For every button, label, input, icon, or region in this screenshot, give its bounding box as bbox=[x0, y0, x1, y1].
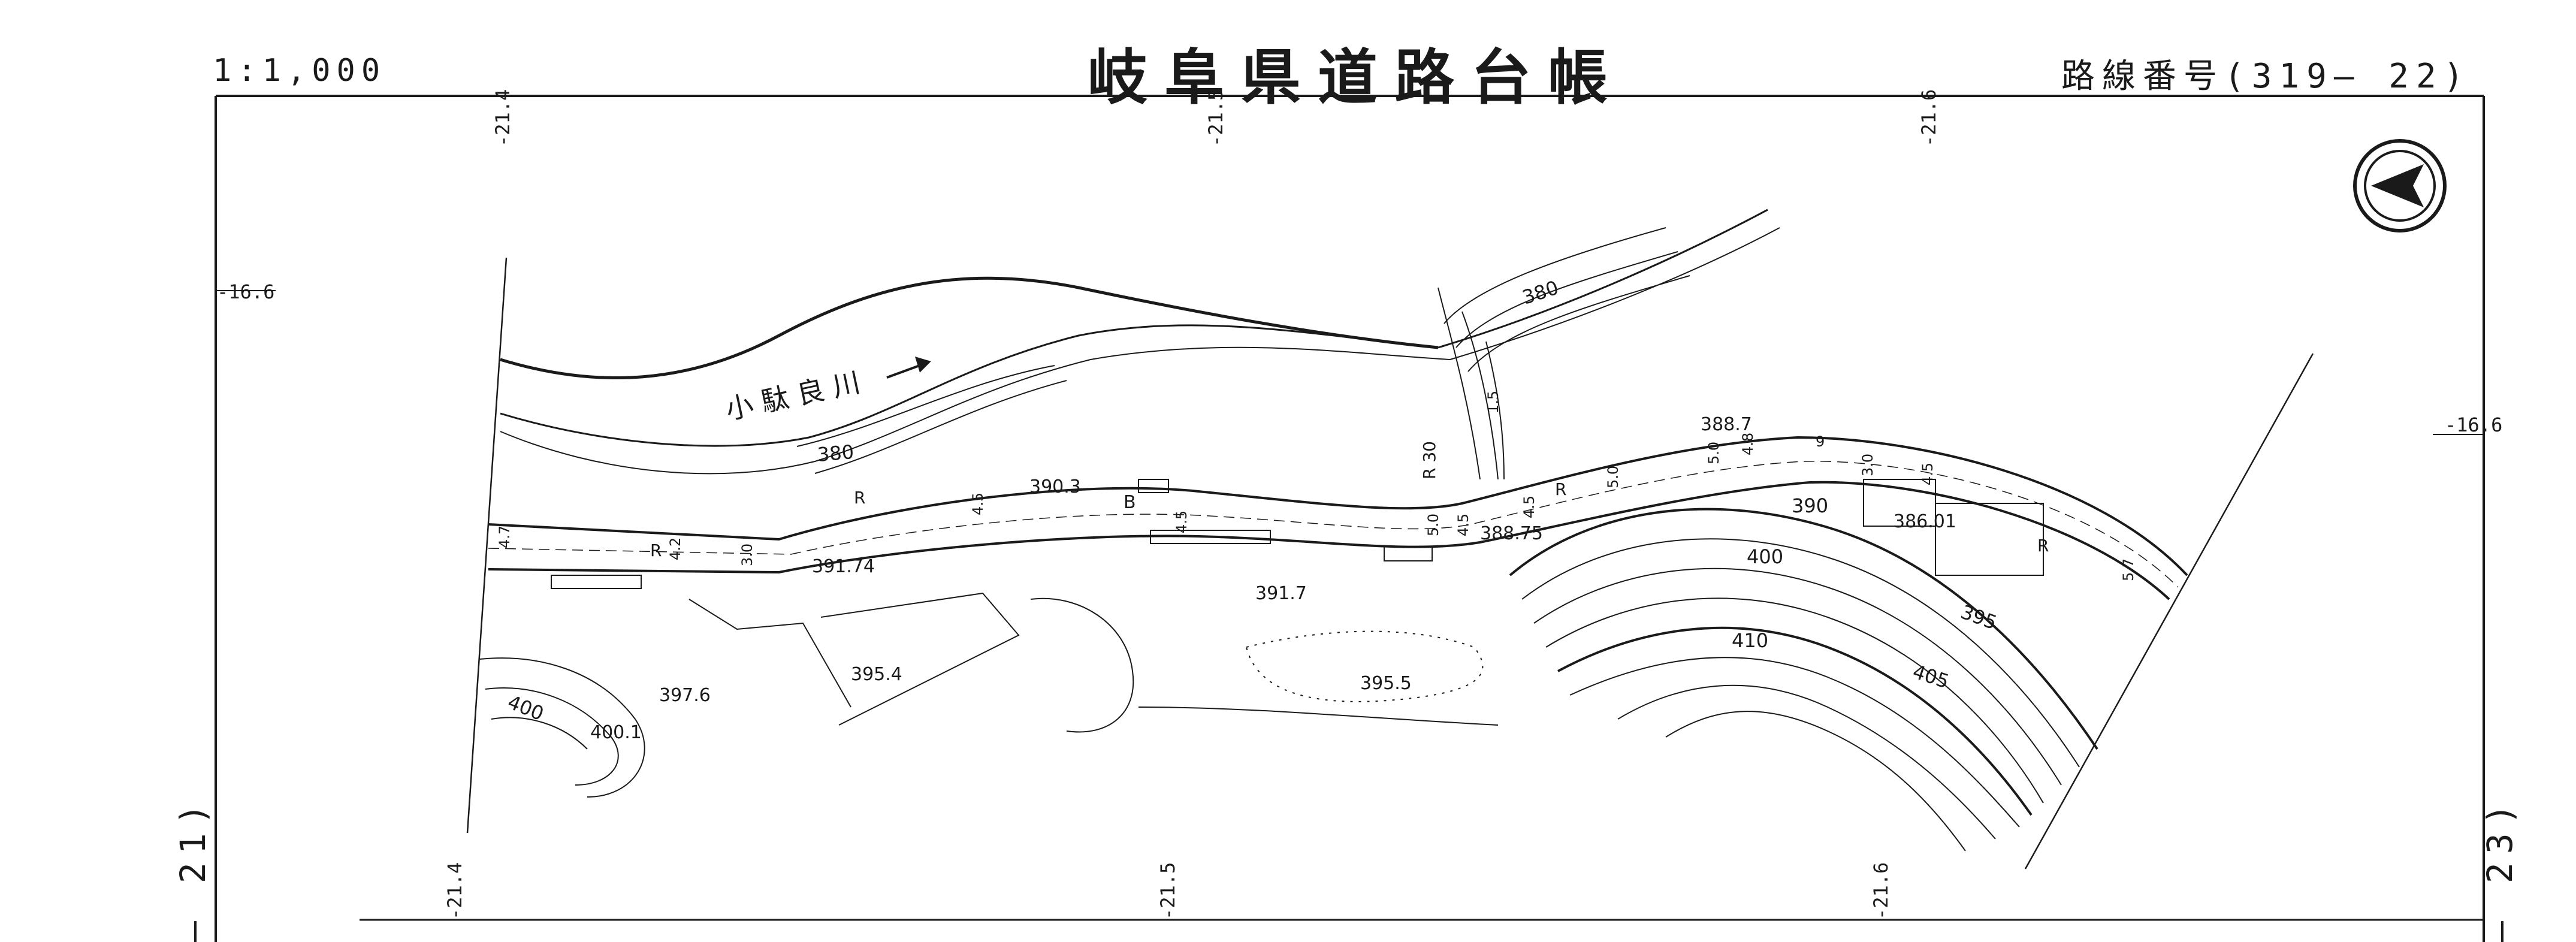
width-label: 1.5 bbox=[1485, 391, 1502, 413]
road-mark: B bbox=[1124, 492, 1136, 513]
contour-label: 400 bbox=[505, 690, 547, 725]
map-frame bbox=[215, 95, 2485, 942]
contour-label: 405 bbox=[1910, 660, 1952, 693]
river-banks bbox=[500, 209, 1780, 475]
retaining-walls bbox=[551, 479, 2044, 589]
contour-label: 380 bbox=[816, 440, 854, 466]
width-label: 4.8 bbox=[1740, 433, 1756, 455]
elevation-label: 386.01 bbox=[1894, 511, 1956, 532]
map-scale: 1:1,000 bbox=[213, 53, 386, 89]
river-name-label: 小 駄 良 川 bbox=[723, 366, 863, 426]
elevation-label: 395.4 bbox=[851, 664, 902, 685]
elevation-label: 391.74 bbox=[812, 556, 875, 577]
contour-label: 395 bbox=[1958, 600, 2000, 635]
width-label: 4.5 bbox=[1173, 511, 1190, 533]
road-mark: R bbox=[2037, 536, 2049, 555]
contour-label: 410 bbox=[1732, 629, 1768, 652]
grid-tick-right: -16.6 bbox=[2445, 413, 2503, 436]
contour-label: 400 bbox=[1747, 545, 1783, 568]
survey-boundary bbox=[466, 257, 2314, 869]
grid-tick-left: -16.6 bbox=[217, 280, 275, 303]
width-label: 4.7 bbox=[496, 526, 513, 548]
elevation-label: 388.7 bbox=[1701, 414, 1752, 435]
width-label: 4.5 bbox=[970, 493, 986, 515]
flow-arrow-icon bbox=[886, 357, 931, 379]
elevation-label: 388.75 bbox=[1480, 523, 1543, 544]
elevation-label: 400.1 bbox=[590, 722, 642, 743]
width-label: 5.0 bbox=[1705, 442, 1722, 464]
road-mark: R bbox=[854, 488, 865, 508]
elevation-label: 395.5 bbox=[1360, 673, 1412, 694]
width-label: 5.0 bbox=[1605, 466, 1621, 488]
contour-label: 390 bbox=[1792, 494, 1828, 517]
road-mark: R bbox=[650, 541, 662, 560]
width-label: 5.7 bbox=[2120, 558, 2137, 581]
page-title: 岐阜県道路台帳 bbox=[1088, 42, 1624, 113]
road-mark: R 30 bbox=[1420, 441, 1439, 479]
width-label: 4.5 bbox=[1521, 496, 1538, 518]
width-label: 5.0 bbox=[1425, 514, 1442, 536]
gully-contours bbox=[1438, 227, 1690, 480]
width-label: 3.0 bbox=[1859, 454, 1876, 476]
main-road bbox=[488, 436, 2188, 600]
road-mark: R bbox=[1555, 479, 1566, 499]
elevation-label: 390.3 bbox=[1029, 476, 1081, 497]
contour-label: 380 bbox=[1520, 276, 1562, 309]
width-label: 4.5 bbox=[1919, 463, 1936, 485]
width-label: 4.5 bbox=[1455, 514, 1472, 536]
lower-left-terrain bbox=[479, 592, 1499, 798]
width-label: 4.2 bbox=[667, 538, 684, 560]
width-label: 3.0 bbox=[739, 544, 756, 566]
elevation-label: 397.6 bbox=[659, 685, 711, 706]
elevation-label: 391.7 bbox=[1255, 583, 1307, 604]
width-label: 9 bbox=[1816, 433, 1825, 450]
hillside-contours bbox=[1509, 508, 2098, 852]
route-number: 路線番号(319— 22) bbox=[2061, 57, 2471, 96]
north-arrow-icon bbox=[2353, 139, 2447, 233]
